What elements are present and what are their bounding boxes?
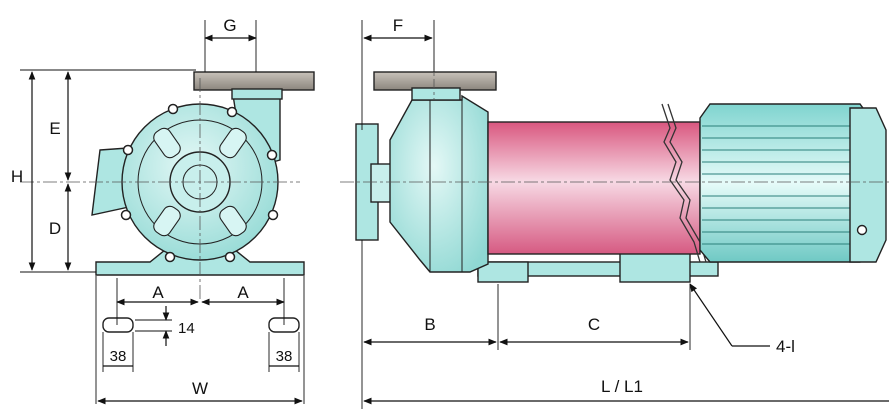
side-foot-right: [619, 249, 691, 283]
motor-fins: [702, 125, 868, 245]
side-suction-nozzle: [370, 163, 392, 203]
label-g: G: [223, 16, 236, 35]
label-e: E: [49, 119, 60, 138]
side-discharge-neck: [411, 87, 461, 101]
label-a-right: A: [237, 283, 249, 302]
dimension-labels: G F H E D A A 14 38 38 W B C L / L1 4-l: [11, 16, 795, 398]
front-flange-neck: [231, 88, 283, 100]
front-discharge-flange: [193, 71, 315, 91]
label-w: W: [192, 379, 208, 398]
side-dimensions: [361, 20, 889, 409]
motor-bolt: [856, 224, 868, 236]
label-38-right: 38: [276, 348, 293, 365]
label-l-l1: L / L1: [601, 377, 643, 396]
motor-body: [699, 103, 871, 263]
motor-bracket: [487, 121, 701, 255]
front-slots: [153, 127, 247, 237]
side-casing: [389, 94, 489, 273]
side-foot-left: [477, 261, 529, 283]
motor-end-cap: [849, 107, 887, 263]
label-c: C: [588, 315, 600, 334]
left-foot-slot: [102, 317, 134, 333]
side-view: [340, 60, 889, 283]
label-f: F: [393, 16, 403, 35]
label-38-left: 38: [110, 348, 127, 365]
label-14: 14: [178, 320, 195, 337]
break-line: [661, 103, 701, 263]
label-d: D: [49, 219, 61, 238]
label-h: H: [11, 167, 23, 186]
label-4-l: 4-l: [776, 337, 795, 356]
front-dimensions: [20, 20, 305, 405]
front-bolts: [120, 103, 279, 263]
front-view: [20, 71, 315, 333]
label-a-left: A: [152, 283, 164, 302]
label-b: B: [424, 315, 435, 334]
